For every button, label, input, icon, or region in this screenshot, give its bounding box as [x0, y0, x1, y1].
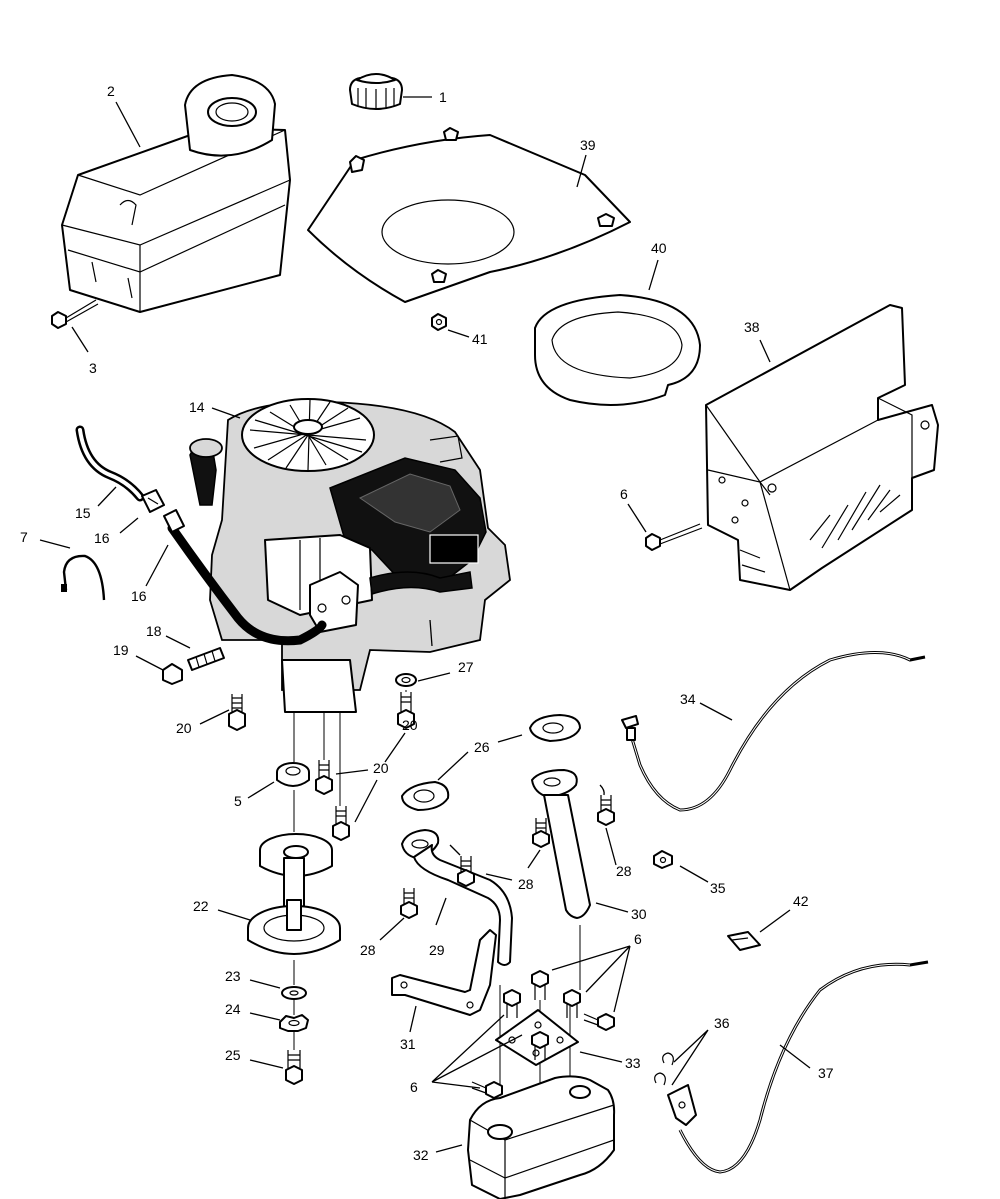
- label-26: 26: [474, 739, 490, 755]
- label-32: 32: [413, 1147, 429, 1163]
- engine: [189, 398, 511, 713]
- label-20-right: 20: [402, 717, 418, 733]
- fuel-clamp-upper: [141, 489, 165, 513]
- label-6-plate: 6: [410, 1079, 418, 1095]
- label-36: 36: [714, 1015, 730, 1031]
- fuel-tank: [61, 74, 291, 313]
- cable-clip: [727, 931, 761, 951]
- muffler-32: [467, 1075, 616, 1199]
- fuel-clamp-lower: [163, 509, 185, 533]
- fuel-line: [75, 425, 327, 646]
- label-18: 18: [146, 623, 162, 639]
- drain-cap: [162, 663, 183, 685]
- label-14: 14: [189, 399, 205, 415]
- label-31: 31: [400, 1036, 416, 1052]
- guard-screw: [645, 523, 703, 551]
- label-30: 30: [631, 906, 647, 922]
- muffler-bolts: [471, 970, 615, 1099]
- exhaust-pipe-29: [401, 829, 513, 966]
- label-37: 37: [818, 1065, 834, 1081]
- label-38: 38: [744, 319, 760, 335]
- throttle-cable: [621, 651, 926, 812]
- label-28-left: 28: [360, 942, 376, 958]
- washer-23: [281, 986, 307, 1000]
- exhaust-bolts: [400, 795, 615, 919]
- label-5: 5: [234, 793, 242, 809]
- label-6-guard: 6: [620, 486, 628, 502]
- wire-harness: [61, 554, 106, 601]
- star-washer-27: [395, 673, 417, 687]
- label-22: 22: [193, 898, 209, 914]
- label-28-right: 28: [616, 863, 632, 879]
- fuel-cap: [349, 73, 403, 110]
- label-27: 27: [458, 659, 474, 675]
- label-25: 25: [225, 1047, 241, 1063]
- label-16-upper: 16: [94, 530, 110, 546]
- tank-screw: [51, 299, 99, 329]
- engine-guard: [705, 304, 939, 591]
- spacer-5: [276, 762, 310, 787]
- label-6-muffler: 6: [634, 931, 642, 947]
- lock-washer-24: [279, 1014, 309, 1032]
- label-15: 15: [75, 505, 91, 521]
- callout-labels: 1 2 3 5 6 6 6 7 14 15 16 16 18 19 20 20 …: [20, 83, 834, 1163]
- label-34: 34: [680, 691, 696, 707]
- bolt-25: [285, 1050, 303, 1085]
- label-39: 39: [580, 137, 596, 153]
- exhaust-gasket-upper: [529, 714, 581, 742]
- pulley-22: [247, 833, 341, 955]
- label-19: 19: [113, 642, 129, 658]
- label-20-center: 20: [373, 760, 389, 776]
- label-24: 24: [225, 1001, 241, 1017]
- muffler-bracket: [391, 929, 497, 1016]
- label-16-lower: 16: [131, 588, 147, 604]
- cable-clips: [654, 1052, 674, 1086]
- label-28-center: 28: [518, 876, 534, 892]
- label-23: 23: [225, 968, 241, 984]
- leader-lines: [39, 96, 811, 1153]
- choke-cable: [667, 960, 929, 1174]
- label-35: 35: [710, 880, 726, 896]
- label-42: 42: [793, 893, 809, 909]
- label-3: 3: [89, 360, 97, 376]
- engine-bolts: [228, 692, 415, 841]
- label-29: 29: [429, 942, 445, 958]
- hex-nut-35: [653, 850, 673, 869]
- label-1: 1: [439, 89, 447, 105]
- label-33: 33: [625, 1055, 641, 1071]
- label-7: 7: [20, 529, 28, 545]
- engine-shield: [307, 127, 631, 303]
- exhaust-gasket-lower: [401, 781, 450, 811]
- exhaust-pipe-30: [531, 769, 591, 919]
- drain-extension: [187, 647, 225, 671]
- label-41: 41: [472, 331, 488, 347]
- label-20-left: 20: [176, 720, 192, 736]
- ring-gasket: [534, 294, 701, 406]
- hex-nut-41: [431, 313, 447, 331]
- label-2: 2: [107, 83, 115, 99]
- label-40: 40: [651, 240, 667, 256]
